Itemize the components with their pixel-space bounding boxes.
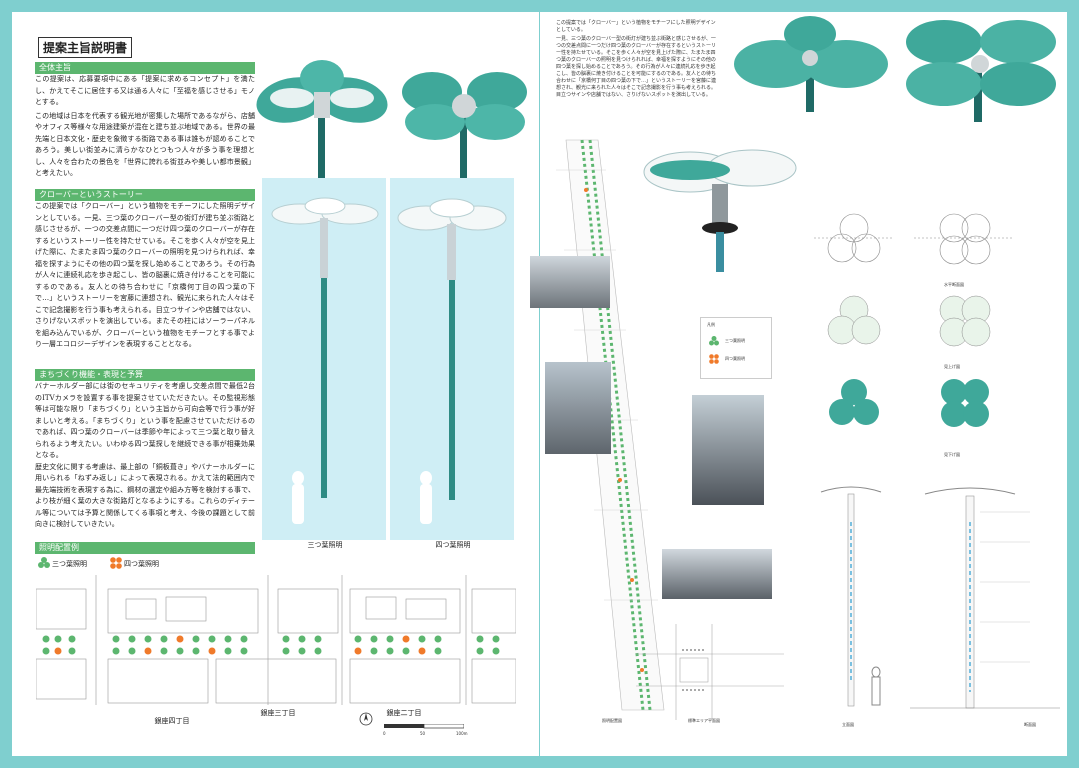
section-heading-overall: 全体主旨 — [35, 62, 255, 74]
four-leaf-elevation-panel — [390, 178, 514, 540]
three-leaf-legend-label: 三つ葉照明 — [725, 338, 745, 343]
four-leaf-legend-icon — [709, 354, 719, 364]
three-leaf-caption: 三つ葉照明 — [307, 541, 343, 549]
legend-title: 凡例 — [707, 322, 715, 327]
four-leaf-top-render — [900, 12, 1060, 122]
three-leaf-top-render — [730, 12, 890, 112]
left-sheet: 提案主旨説明書 全体主旨 この提案は、応募要項中にある「提案に求めるコンセプト」… — [12, 12, 539, 756]
section-heading-layout-example: 照明配置例 — [35, 542, 255, 554]
lamp-head-perspective — [640, 134, 800, 272]
three-leaf-lamp-render — [252, 52, 392, 182]
scale-label-0: 0 — [383, 731, 386, 736]
four-leaf-legend-label: 四つ葉照明 — [725, 356, 745, 361]
map-label-ginza-3: 銀座三丁目 — [260, 709, 296, 717]
plan-label-view-up: 見上げ図 — [944, 364, 960, 369]
paragraph: 一見、三つ葉のクローバー型の街灯が建ち並ぶ街路と感じさせるが、一つの交差点間に一… — [556, 36, 717, 98]
page-title: 提案主旨説明書 — [38, 37, 133, 58]
intersection-plan-caption: 標準エリア平面図 — [688, 718, 720, 723]
route-map-caption: 照明配置図 — [602, 718, 622, 723]
paragraph: この提案では「クローバー」という植物をモチーフにした照明デザインとしている。 — [556, 20, 716, 33]
paragraph: 歴史文化に関する考慮は、最上部の「銅板葺き」やバナーホルダーに用いられる「ねずみ… — [35, 462, 255, 529]
section-body-overall: この提案は、応募要項中にある「提案に求めるコンセプト」を満たし、かえてそこに居住… — [35, 74, 255, 180]
section-body-town-function: バナーホルダー部には街のセキュリティを考慮し交差点間で最低2台のITVカメラを設… — [35, 381, 255, 531]
paragraph: この地域は日本を代表する観光地が密集した場所であるながら、店舗やオフィス等様々な… — [35, 111, 255, 178]
plan-drawings — [814, 198, 1024, 468]
map-label-ginza-2: 銀座二丁目 — [386, 709, 422, 717]
lighting-layout-map — [36, 575, 516, 705]
section-heading-clover-story: クローバーというストーリー — [35, 189, 255, 201]
paragraph: バナーホルダー部には街のセキュリティを考慮し交差点間で最低2台のITVカメラを設… — [35, 382, 255, 459]
elevation-drawing — [816, 482, 886, 718]
plan-label-horizontal-section: 水平断面図 — [944, 282, 964, 287]
intersection-plan — [636, 624, 784, 720]
right-sheet: この提案では「クローバー」という植物をモチーフにした照明デザインとしている。 一… — [530, 12, 1067, 756]
street-photo-4 — [662, 549, 772, 599]
section-drawing — [910, 482, 1060, 718]
three-leaf-legend-label: 三つ葉照明 — [52, 560, 87, 568]
paragraph: この提案では「クローバー」という植物をモチーフにした照明デザインとしている。一見… — [35, 202, 255, 348]
plan-label-view-down: 見下げ図 — [944, 452, 960, 457]
four-leaf-legend-icon — [110, 557, 122, 569]
route-legend: 凡例 三つ葉照明 四つ葉照明 — [700, 317, 772, 379]
elevation-label: 立面図 — [842, 722, 854, 727]
north-arrow-icon — [359, 712, 373, 726]
map-label-ginza-4: 銀座四丁目 — [154, 717, 190, 725]
street-photo-2 — [545, 362, 611, 454]
scale-bar — [384, 724, 464, 730]
scale-label-100: 100m — [456, 731, 468, 736]
concept-text: この提案では「クローバー」という植物をモチーフにした照明デザインとしている。 一… — [556, 20, 720, 99]
four-leaf-legend-label: 四つ葉照明 — [124, 560, 159, 568]
paragraph: この提案は、応募要項中にある「提案に求めるコンセプト」を満たし、かえてそこに居住… — [35, 75, 255, 106]
four-leaf-lamp-render — [397, 50, 532, 182]
four-leaf-caption: 四つ葉照明 — [435, 541, 471, 549]
three-leaf-elevation-panel — [262, 178, 386, 540]
section-body-clover-story: この提案では「クローバー」という植物をモチーフにした照明デザインとしている。一見… — [35, 201, 255, 351]
street-photo-1 — [530, 256, 610, 308]
three-leaf-legend-icon — [38, 557, 50, 569]
section-label: 断面図 — [1024, 722, 1036, 727]
section-heading-town-function: まちづくり機能・表現と予算 — [35, 369, 255, 381]
three-leaf-legend-icon — [709, 336, 719, 346]
scale-label-50: 50 — [420, 731, 426, 736]
street-photo-3 — [692, 395, 764, 505]
